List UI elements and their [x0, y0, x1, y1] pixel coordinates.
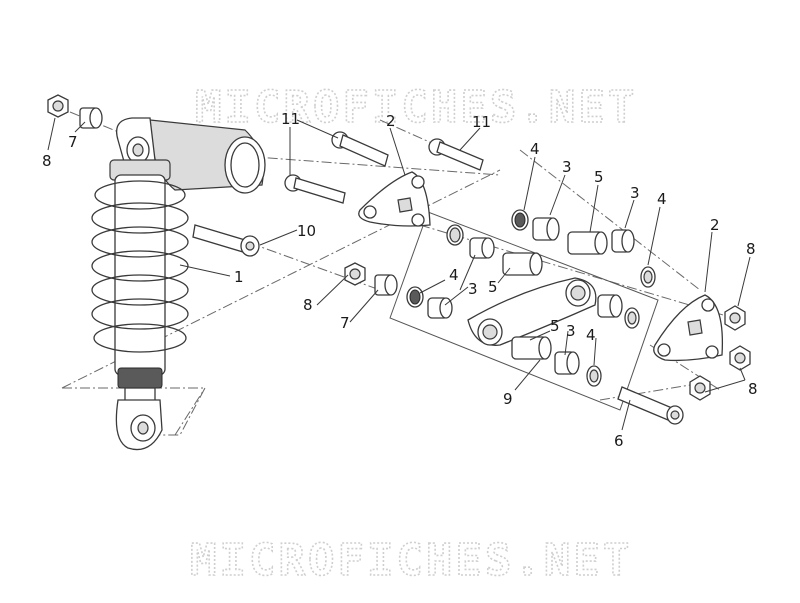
- linkage-arm-part: [467, 277, 640, 346]
- callout-nut-top: 8: [42, 152, 52, 170]
- bolt-c-part: [428, 138, 484, 171]
- callout-bushing-b: 3: [630, 184, 640, 202]
- callout-spacer-a: 5: [594, 168, 604, 186]
- washer-top-part: [79, 107, 103, 129]
- bracket-upper-part: [358, 171, 431, 227]
- callout-spacer-c: 5: [550, 317, 560, 335]
- bolt-shock-part: [192, 224, 260, 257]
- nut-top-part: [47, 94, 69, 118]
- linkage-inner-parts: [446, 224, 543, 276]
- shock-absorber: [91, 117, 266, 451]
- callout-nut-right-a: 8: [746, 240, 756, 258]
- callout-seal-ring-d: 4: [586, 326, 596, 344]
- bolt-a-part: [284, 174, 346, 204]
- callout-seal-ring-b: 4: [657, 190, 667, 208]
- bolt-lower-part: [617, 386, 684, 425]
- callout-washer-top: 7: [68, 133, 78, 151]
- callout-spacer-b: 5: [488, 278, 498, 296]
- callout-washer-mid: 7: [340, 314, 350, 332]
- callout-bracket-upper: 2: [386, 112, 396, 130]
- callout-shock-absorber: 1: [234, 268, 244, 286]
- callout-seal-ring-a: 4: [530, 140, 540, 158]
- upper-row-parts: [511, 209, 656, 288]
- callout-bolt-a: 11: [281, 110, 300, 128]
- callout-linkage-assembly: 9: [503, 390, 513, 408]
- nut-mid-part: [344, 262, 366, 286]
- callout-nut-right-b: 8: [748, 380, 758, 398]
- linkage-lower-parts: [511, 336, 602, 387]
- leader-lines: [47, 117, 751, 431]
- nut-right-parts: [689, 305, 751, 401]
- callout-bracket-right: 2: [710, 216, 720, 234]
- watermark-bottom: MICROFICHES.NET: [190, 535, 632, 586]
- callout-bushing-c: 3: [468, 280, 478, 298]
- callout-bolt-lower: 6: [614, 432, 624, 450]
- bracket-right-part: [653, 294, 724, 362]
- linkage-assembly-frame: [389, 211, 659, 411]
- callout-nut-mid: 8: [303, 296, 313, 314]
- washer-mid-part: [374, 274, 398, 296]
- watermark-top: MICROFICHES.NET: [195, 82, 637, 133]
- callout-seal-ring-c: 4: [449, 266, 459, 284]
- callout-labels: 1 2 2 3 3 3 3 4 4 4 4 5 5 5 6 7 7 8 8 8 …: [42, 110, 758, 450]
- callout-bolt-shock: 10: [297, 222, 316, 240]
- callout-bushing-d: 3: [566, 322, 576, 340]
- callout-bushing-a: 3: [562, 158, 572, 176]
- callout-bolt-b: 11: [472, 113, 491, 131]
- bolt-b-part: [331, 131, 389, 167]
- linkage-left-parts: [406, 286, 453, 319]
